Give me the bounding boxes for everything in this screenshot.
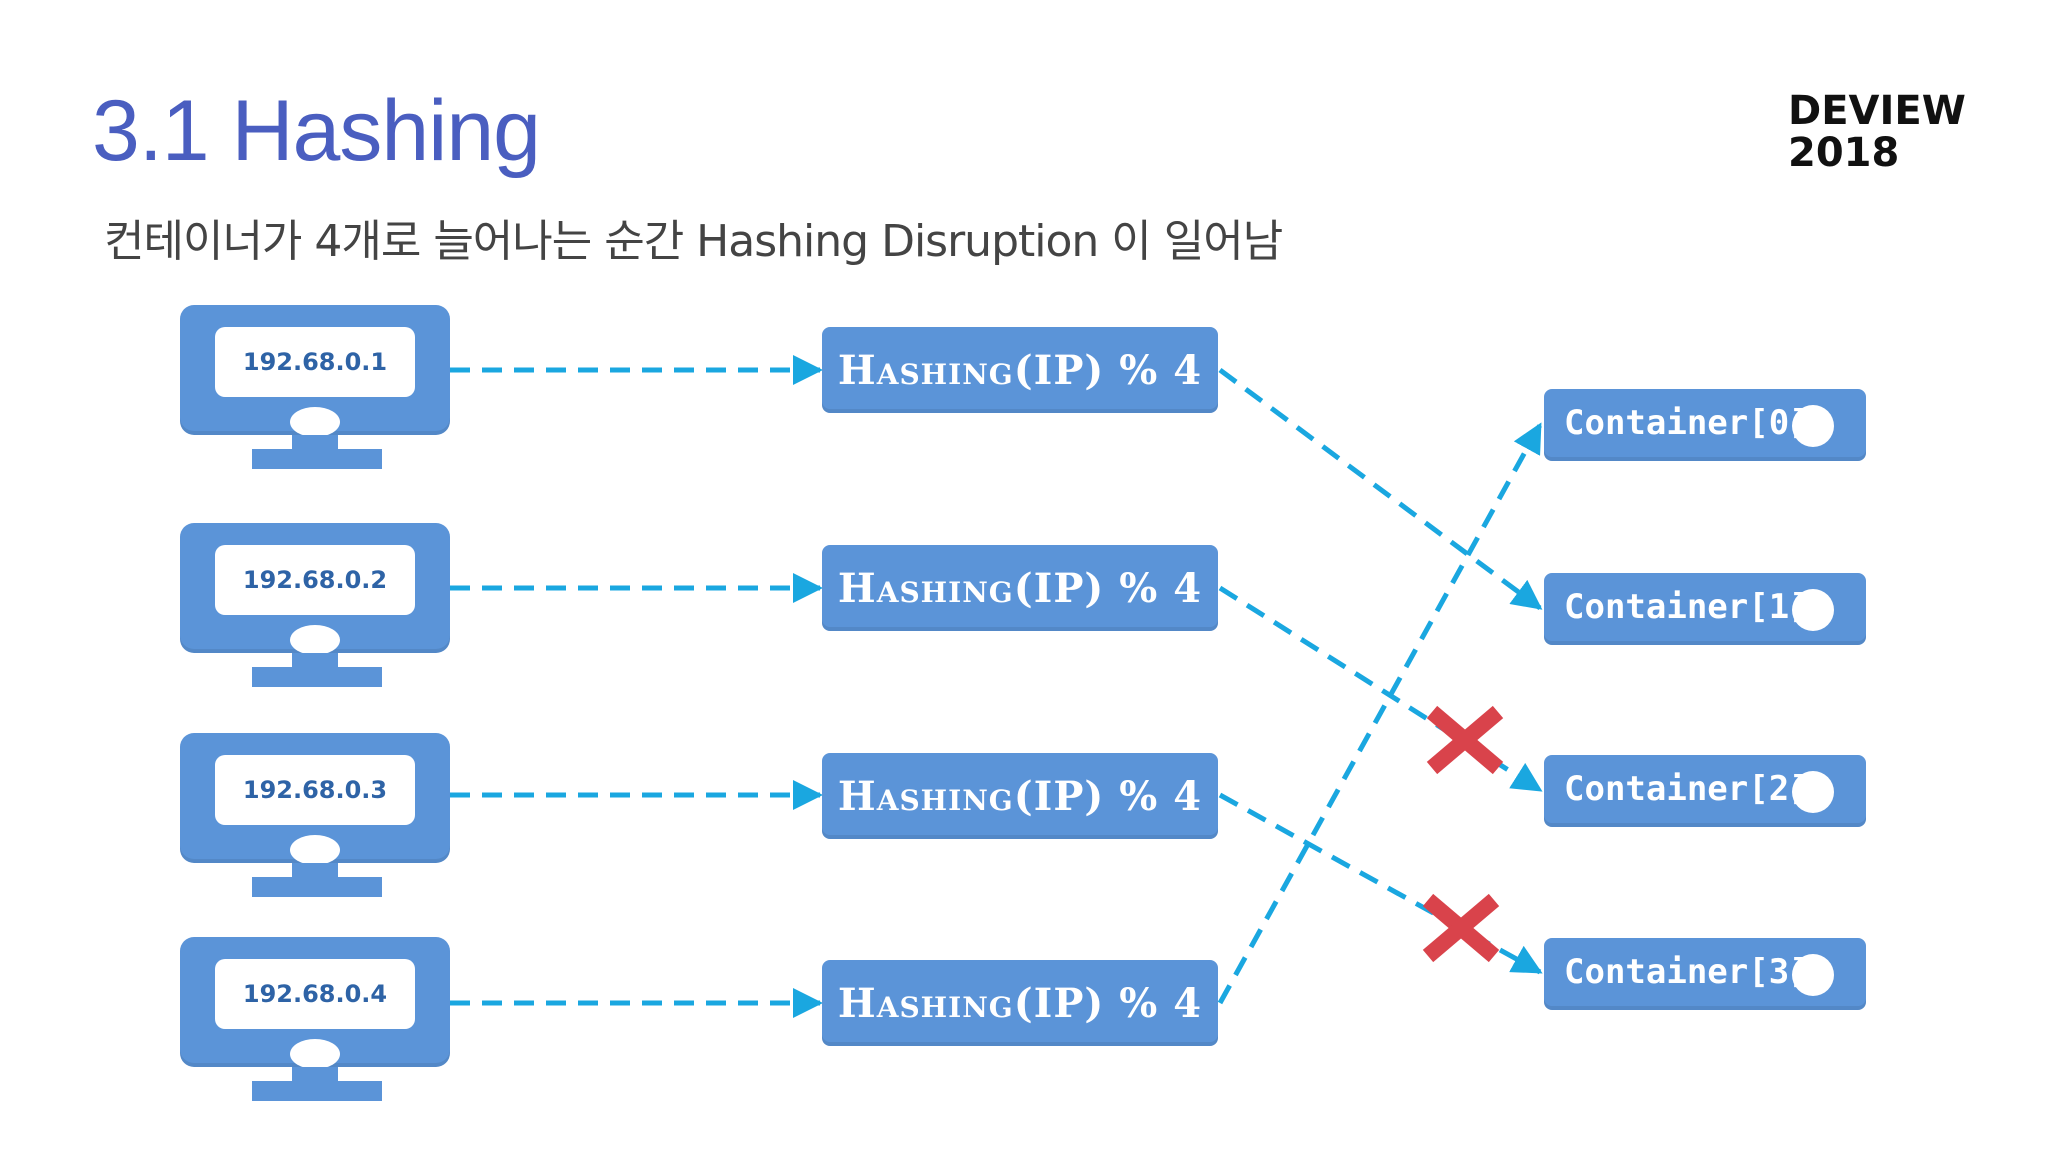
client-screen: 192.68.0.4 (215, 959, 415, 1029)
client-ip: 192.68.0.1 (242, 348, 388, 376)
hash-label: Hashing(IP) % 4 (837, 772, 1203, 820)
container-0: Container[0] (1544, 389, 1866, 461)
client-computer-3: 192.68.0.3 (180, 733, 450, 903)
hash-label: Hashing(IP) % 4 (837, 979, 1203, 1027)
circle-icon (1792, 405, 1834, 447)
client-screen: 192.68.0.3 (215, 755, 415, 825)
container-label: Container[0] (1564, 403, 1810, 443)
hash-function-box-1: Hashing(IP) % 4 (822, 327, 1218, 413)
hash-function-box-4: Hashing(IP) % 4 (822, 960, 1218, 1046)
brand-line-1: DEVIEW (1788, 88, 1966, 134)
circle-icon (1792, 771, 1834, 813)
brand-logo: DEVIEW 2018 (1788, 90, 1966, 174)
client-computer-1: 192.68.0.1 (180, 305, 450, 475)
circle-icon (1792, 589, 1834, 631)
computer-icon: 192.68.0.4 (180, 937, 450, 1069)
hash-function-box-3: Hashing(IP) % 4 (822, 753, 1218, 839)
arrow-hash-1-to-container-1 (1218, 367, 1543, 611)
brand-line-2: 2018 (1788, 130, 1900, 176)
client-computer-4: 192.68.0.4 (180, 937, 450, 1107)
client-computer-2: 192.68.0.2 (180, 523, 450, 693)
hash-label: Hashing(IP) % 4 (837, 346, 1203, 394)
circle-icon (1792, 954, 1834, 996)
container-2: Container[2] (1544, 755, 1866, 827)
container-3: Container[3] (1544, 938, 1866, 1010)
computer-icon: 192.68.0.2 (180, 523, 450, 655)
page-title: 3.1 Hashing (92, 83, 541, 179)
client-ip: 192.68.0.3 (242, 776, 388, 804)
container-label: Container[1] (1564, 587, 1810, 627)
client-screen: 192.68.0.1 (215, 327, 415, 397)
computer-icon: 192.68.0.1 (180, 305, 450, 437)
container-label: Container[2] (1564, 769, 1810, 809)
container-label: Container[3] (1564, 952, 1810, 992)
subtitle: 컨테이너가 4개로 늘어나는 순간 Hashing Disruption 이 일… (104, 216, 1283, 267)
arrow-hash-4-to-container-0 (1217, 422, 1543, 1005)
hash-label: Hashing(IP) % 4 (837, 564, 1203, 612)
computer-icon: 192.68.0.3 (180, 733, 450, 865)
client-ip: 192.68.0.4 (242, 980, 388, 1008)
cross-icon (1422, 893, 1500, 963)
container-1: Container[1] (1544, 573, 1866, 645)
client-ip: 192.68.0.2 (242, 566, 388, 594)
hash-function-box-2: Hashing(IP) % 4 (822, 545, 1218, 631)
client-screen: 192.68.0.2 (215, 545, 415, 615)
cross-icon (1426, 705, 1504, 775)
